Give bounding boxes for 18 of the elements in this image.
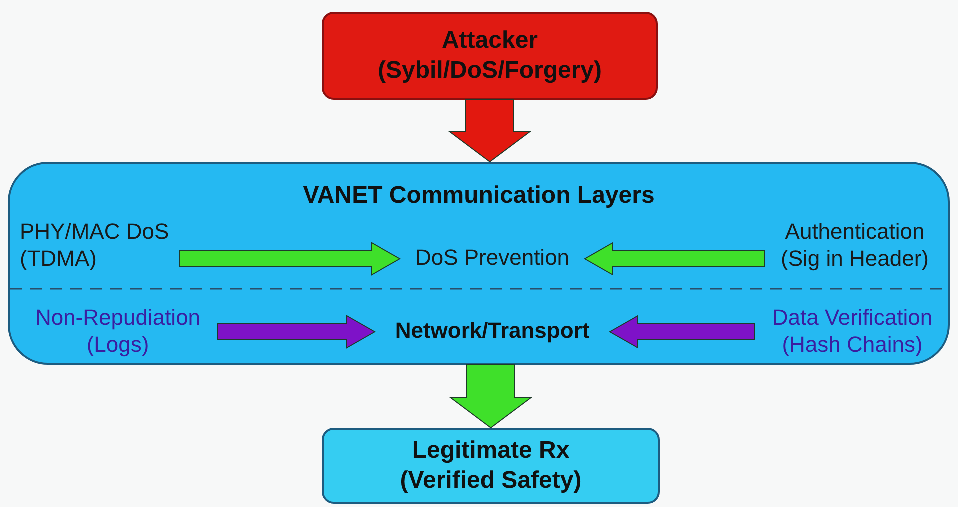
box-title: Legitimate Rx (Verified Safety)	[399, 436, 583, 496]
node-label: Data Verification (Hash Chains)	[755, 304, 950, 360]
node-label: DoS Prevention	[400, 243, 585, 275]
block-arrow	[180, 242, 401, 276]
result-box	[322, 428, 660, 504]
block-arrow	[584, 242, 766, 276]
node-label: Network/Transport	[375, 316, 610, 348]
block-arrow	[448, 100, 532, 163]
block-arrow	[218, 315, 376, 349]
block-arrow	[450, 364, 532, 429]
layer-panel	[8, 162, 950, 365]
box-title: Attacker (Sybil/DoS/Forgery)	[376, 26, 604, 86]
block-arrow	[609, 315, 756, 349]
box-title: VANET Communication Layers	[302, 181, 656, 211]
node-label: Authentication (Sig in Header)	[765, 218, 945, 274]
node-label: PHY/MAC DoS (TDMA)	[20, 218, 180, 274]
attacker-box	[322, 12, 658, 100]
node-label: Non-Repudiation (Logs)	[18, 304, 218, 360]
